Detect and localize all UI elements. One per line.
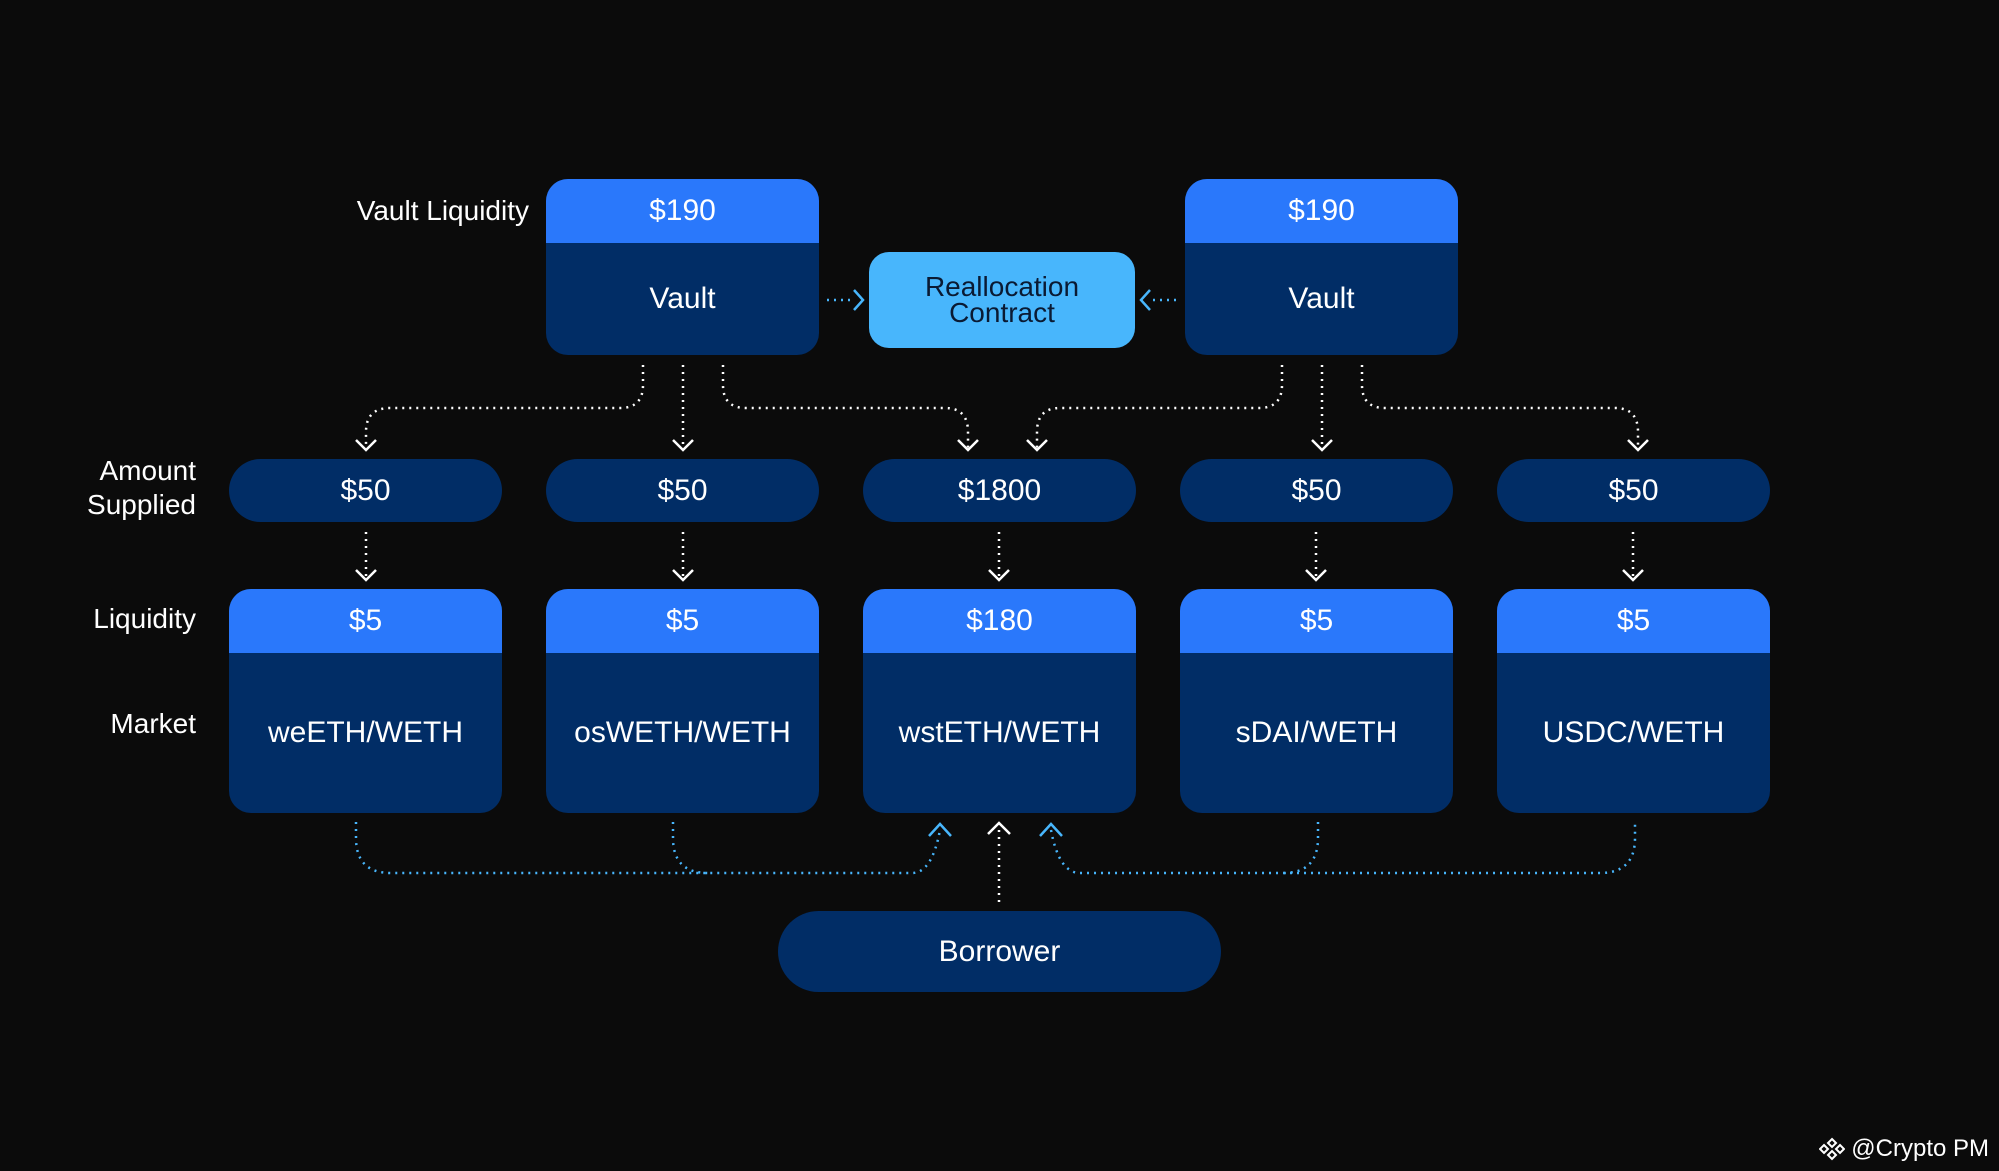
flow-vault2-wsteth (1035, 365, 1284, 448)
supplied-pill-sdai: $50 (1180, 459, 1453, 522)
flow-vault1-weeth (364, 365, 645, 448)
vault-box-2: $190 Vault (1185, 179, 1458, 355)
binance-logo-icon (1819, 1137, 1846, 1161)
market-liquidity-usdc: $5 (1497, 589, 1770, 653)
market-liquidity-osweth: $5 (546, 589, 819, 653)
flow-vault1-wsteth (721, 365, 970, 448)
row-label-market: Market (110, 708, 196, 739)
reallocation-line1: Reallocation (924, 271, 1080, 302)
market-name-usdc: USDC/WETH (1542, 716, 1725, 749)
vault-1-label: Vault (649, 282, 716, 315)
supplied-pill-osweth: $50 (546, 459, 819, 522)
reallocation-line2: Contract (949, 297, 1055, 328)
supplied-pill-wsteth: $1800 (863, 459, 1136, 522)
market-liquidity-sdai: $5 (1180, 589, 1453, 653)
market-liquidity-weeth: $5 (229, 589, 502, 653)
market-box-usdc: $5 USDC/WETH (1497, 589, 1770, 813)
vault-1-flows (364, 365, 970, 448)
row-label-amount-line1: Amount (99, 455, 197, 486)
borrower-pill: Borrower (778, 911, 1221, 992)
row-label-amount-line2: Supplied (87, 489, 196, 520)
market-reallocation-flows (354, 822, 1637, 875)
market-name-osweth: osWETH/WETH (574, 716, 791, 749)
borrower-flow (987, 821, 1011, 902)
market-reallocation-arrowheads (928, 822, 1063, 837)
market-liquidity-wsteth: $180 (863, 589, 1136, 653)
market-name-wsteth: wstETH/WETH (898, 716, 1101, 749)
watermark-text: @Crypto PM (1851, 1135, 1989, 1162)
market-name-sdai: sDAI/WETH (1235, 716, 1398, 749)
reallocation-flows (827, 289, 1176, 311)
supply-to-market-arrowheads (355, 569, 1644, 582)
flow-vault2-usdc (1360, 365, 1640, 448)
vault-2-flows (1035, 365, 1640, 448)
market-name-weeth: weETH/WETH (268, 716, 463, 749)
row-label-amount-supplied: Amount Supplied (87, 454, 196, 522)
market-box-sdai: $5 sDAI/WETH (1180, 589, 1453, 813)
supply-to-market-flows (364, 532, 1635, 578)
market-box-wsteth: $180 wstETH/WETH (863, 589, 1136, 813)
reallocation-contract: Reallocation Contract (869, 252, 1135, 348)
vault-1-arrowheads (355, 439, 979, 452)
vault-box-1: $190 Vault (546, 179, 819, 355)
vault-1-liquidity: $190 (546, 179, 819, 243)
vault-2-label: Vault (1288, 282, 1355, 315)
market-box-osweth: $5 osWETH/WETH (546, 589, 819, 813)
row-label-liquidity: Liquidity (93, 603, 196, 634)
market-box-weeth: $5 weETH/WETH (229, 589, 502, 813)
watermark: @Crypto PM (1819, 1135, 1989, 1163)
vault-2-liquidity: $190 (1185, 179, 1458, 243)
vault-2-arrowheads (1026, 439, 1649, 452)
row-label-vault-liquidity: Vault Liquidity (356, 195, 529, 226)
supplied-pill-weeth: $50 (229, 459, 502, 522)
supplied-pill-usdc: $50 (1497, 459, 1770, 522)
